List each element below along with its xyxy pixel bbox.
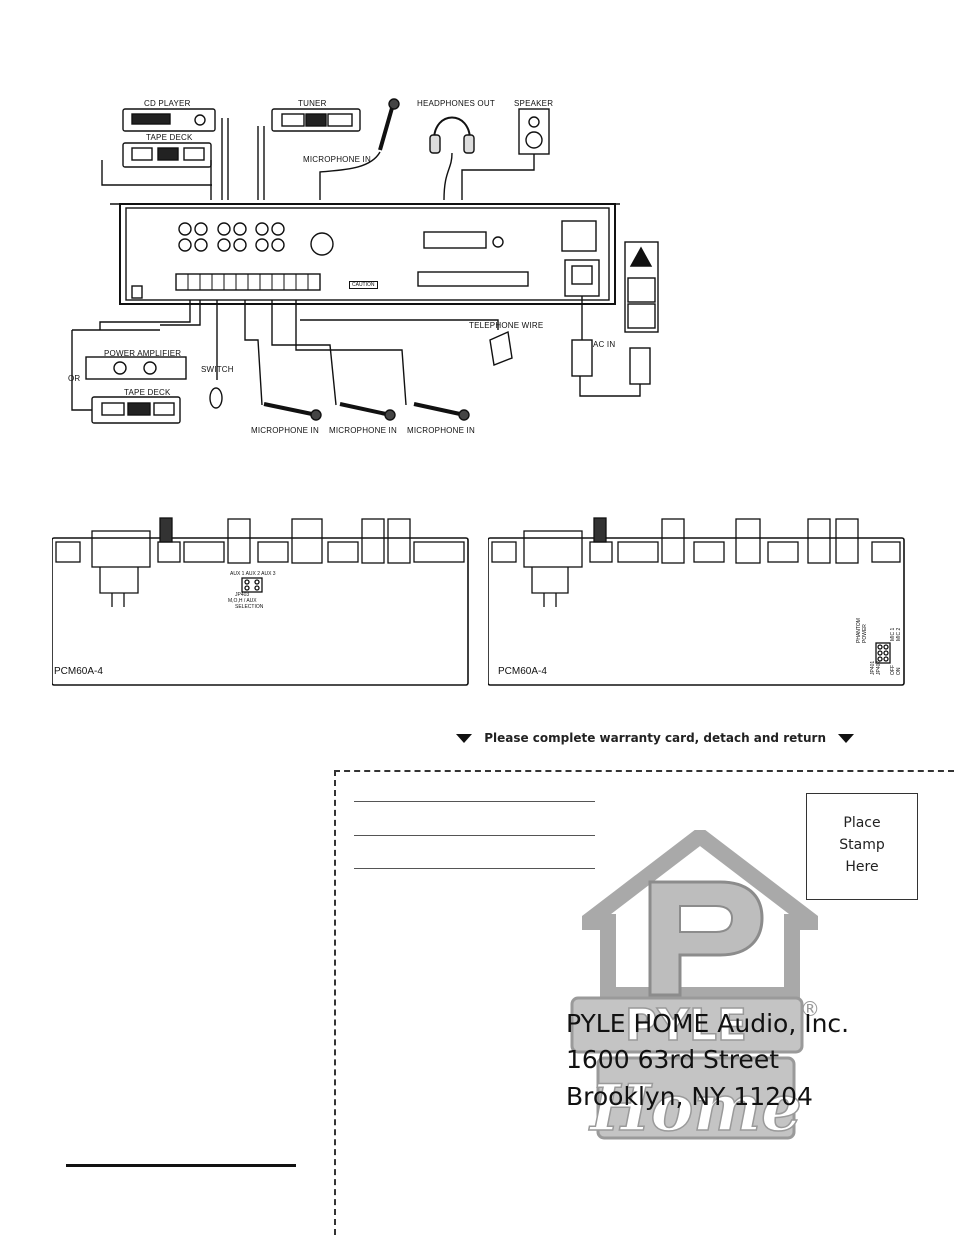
down-arrow-icon — [838, 734, 855, 743]
amplifier-unit — [119, 203, 616, 305]
detach-line-horizontal — [334, 770, 954, 772]
pcb-right-model-label: PCM60A-4 — [498, 666, 547, 677]
or-label: OR — [68, 374, 81, 383]
jumper-pins-label: AUX 1 AUX 2 AUX 3 — [230, 571, 276, 577]
pcb-right-graphic — [488, 517, 905, 686]
tape-deck-bottom-label: TAPE DECK — [124, 388, 171, 397]
registered-mark: ® — [800, 997, 820, 1021]
telephone-wire-label: TELEPHONE WIRE — [469, 321, 544, 330]
return-address-line-2 — [354, 835, 595, 836]
warranty-instruction: Please complete warranty card, detach an… — [456, 731, 855, 745]
pyle-home-logo: PYLE Home ® — [570, 830, 820, 1147]
power-amplifier-device — [85, 356, 187, 380]
power-amplifier-label: POWER AMPLIFIER — [104, 349, 182, 358]
stamp-line-3: Here — [845, 859, 879, 875]
connection-diagram: CD PLAYER TUNER TAPE DECK MICROPHONE IN … — [0, 0, 954, 450]
headphones-out-label: HEADPHONES OUT — [417, 99, 495, 108]
panel-caution-label: CAUTION — [349, 281, 378, 289]
stamp-line-1: Place — [843, 815, 881, 831]
svg-text:Home: Home — [588, 1071, 802, 1146]
detach-line-vertical — [334, 770, 336, 1235]
stamp-box: Place Stamp Here — [806, 793, 918, 900]
mic2-label: MIC 2 — [896, 627, 902, 641]
jumper-jp403-label: JP403 — [235, 592, 250, 598]
jumper-caption-line1: M,O,H / AUX — [228, 598, 257, 604]
microphone-in-top-label: MICROPHONE IN — [303, 155, 371, 164]
on-label: ON — [896, 667, 902, 676]
warranty-instruction-text: Please complete warranty card, detach an… — [484, 731, 826, 745]
signature-line — [66, 1164, 296, 1167]
pcb-left-model-label: PCM60A-4 — [54, 666, 103, 677]
logo-text: PYLE — [625, 1000, 747, 1051]
address-line-1: PYLE HOME Audio, Inc. — [566, 1009, 850, 1038]
tuner-device — [271, 108, 361, 132]
cd-player-label: CD PLAYER — [144, 99, 191, 108]
down-arrow-icon — [456, 734, 472, 743]
pcb-board-left: JP403 M,O,H / AUX SELECTION AUX 1 AUX 2 … — [52, 515, 470, 687]
pcb-left-graphic — [52, 517, 469, 686]
switch-label: SWITCH — [201, 365, 234, 374]
microphone-in-label-2: MICROPHONE IN — [329, 426, 397, 435]
stamp-line-2: Stamp — [839, 837, 885, 853]
headphones-device — [433, 116, 471, 141]
address-line-2: 1600 63rd Street — [566, 1045, 780, 1074]
tape-deck-top-label: TAPE DECK — [146, 133, 193, 142]
ac-in-label: AC IN — [593, 340, 616, 349]
power-label: POWER — [862, 624, 868, 643]
microphone-in-label-3: MICROPHONE IN — [407, 426, 475, 435]
tuner-label: TUNER — [298, 99, 327, 108]
cd-player-device — [122, 108, 216, 132]
tape-deck-device-bottom — [91, 396, 181, 424]
return-address-line-1 — [354, 801, 595, 802]
tape-deck-device-top — [122, 142, 212, 168]
return-address-line-3 — [354, 868, 595, 869]
pcb-board-right: PHANTOM POWER JP401 JP402 MIC 1 MIC 2 OF… — [488, 515, 906, 687]
jumper-caption-line2: SELECTION — [235, 604, 264, 610]
wiring-diagram-graphic — [71, 98, 659, 424]
address-line-3: Brooklyn, NY 11204 — [566, 1082, 813, 1111]
jp402-label: JP402 — [876, 660, 882, 675]
speaker-label: SPEAKER — [514, 99, 554, 108]
microphone-in-label-1: MICROPHONE IN — [251, 426, 319, 435]
